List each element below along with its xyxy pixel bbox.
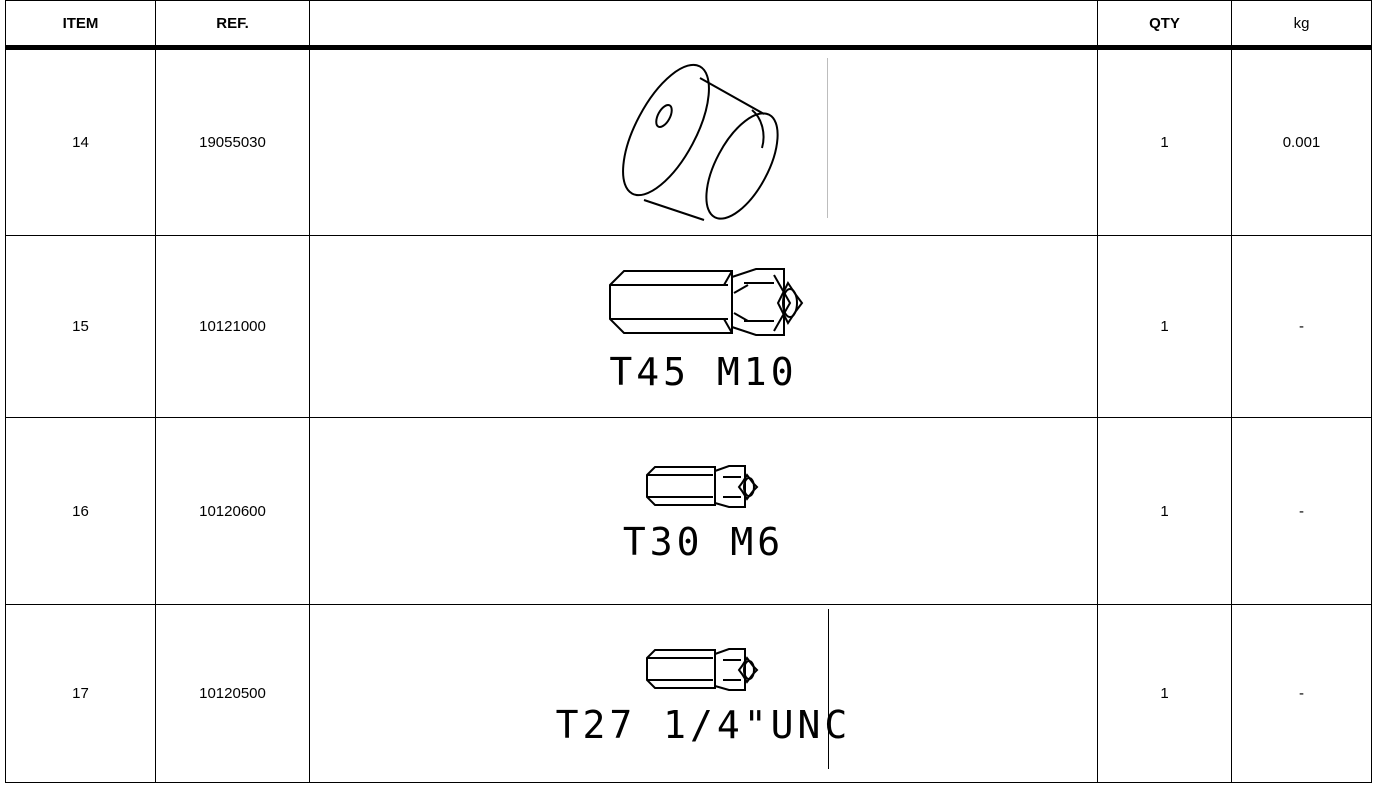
item-number: 16 [5, 417, 156, 605]
part-drawing-cell: T27 1/4"UNC [309, 604, 1098, 783]
part-drawing-cell [309, 47, 1098, 236]
item-number: 14 [5, 47, 156, 236]
table-row: 15 10121000 [5, 235, 1372, 418]
header-ref: REF. [155, 0, 310, 50]
weight-kg: 0.001 [1231, 47, 1372, 236]
quantity: 1 [1097, 235, 1232, 418]
table-row: 17 10120500 T27 1/4"UNC 1 - [5, 604, 1372, 783]
torx-bit-medium-drawing [645, 465, 758, 508]
drawing-guide-line [828, 609, 829, 769]
weight-kg: - [1231, 604, 1372, 783]
quantity: 1 [1097, 417, 1232, 605]
bit-size-label: T27 1/4"UNC [555, 702, 852, 747]
part-drawing-cell: T30 M6 [309, 417, 1098, 605]
reference-number: 10120500 [155, 604, 310, 783]
reference-number: 10121000 [155, 235, 310, 418]
quantity: 1 [1097, 47, 1232, 236]
table-header-row: ITEM REF. QTY kg [5, 0, 1372, 50]
torx-bit-large-drawing [608, 267, 803, 336]
quantity: 1 [1097, 604, 1232, 783]
table-row: 14 19055030 [5, 47, 1372, 236]
weight-kg: - [1231, 417, 1372, 605]
reference-number: 19055030 [155, 47, 310, 236]
weight-kg: - [1231, 235, 1372, 418]
header-image [309, 0, 1098, 50]
part-drawing-cell: T45 M10 [309, 235, 1098, 418]
header-qty: QTY [1097, 0, 1232, 50]
plug-drawing [621, 63, 779, 221]
header-kg: kg [1231, 0, 1372, 50]
drawing-guide-line [827, 58, 828, 218]
reference-number: 10120600 [155, 417, 310, 605]
torx-bit-small-drawing [645, 647, 758, 691]
bit-size-label: T45 M10 [609, 349, 798, 394]
item-number: 17 [5, 604, 156, 783]
parts-table: ITEM REF. QTY kg 14 19055030 [5, 0, 1372, 783]
item-number: 15 [5, 235, 156, 418]
table-row: 16 10120600 T30 M6 1 - [5, 417, 1372, 605]
bit-size-label: T30 M6 [622, 520, 785, 564]
header-item: ITEM [5, 0, 156, 50]
